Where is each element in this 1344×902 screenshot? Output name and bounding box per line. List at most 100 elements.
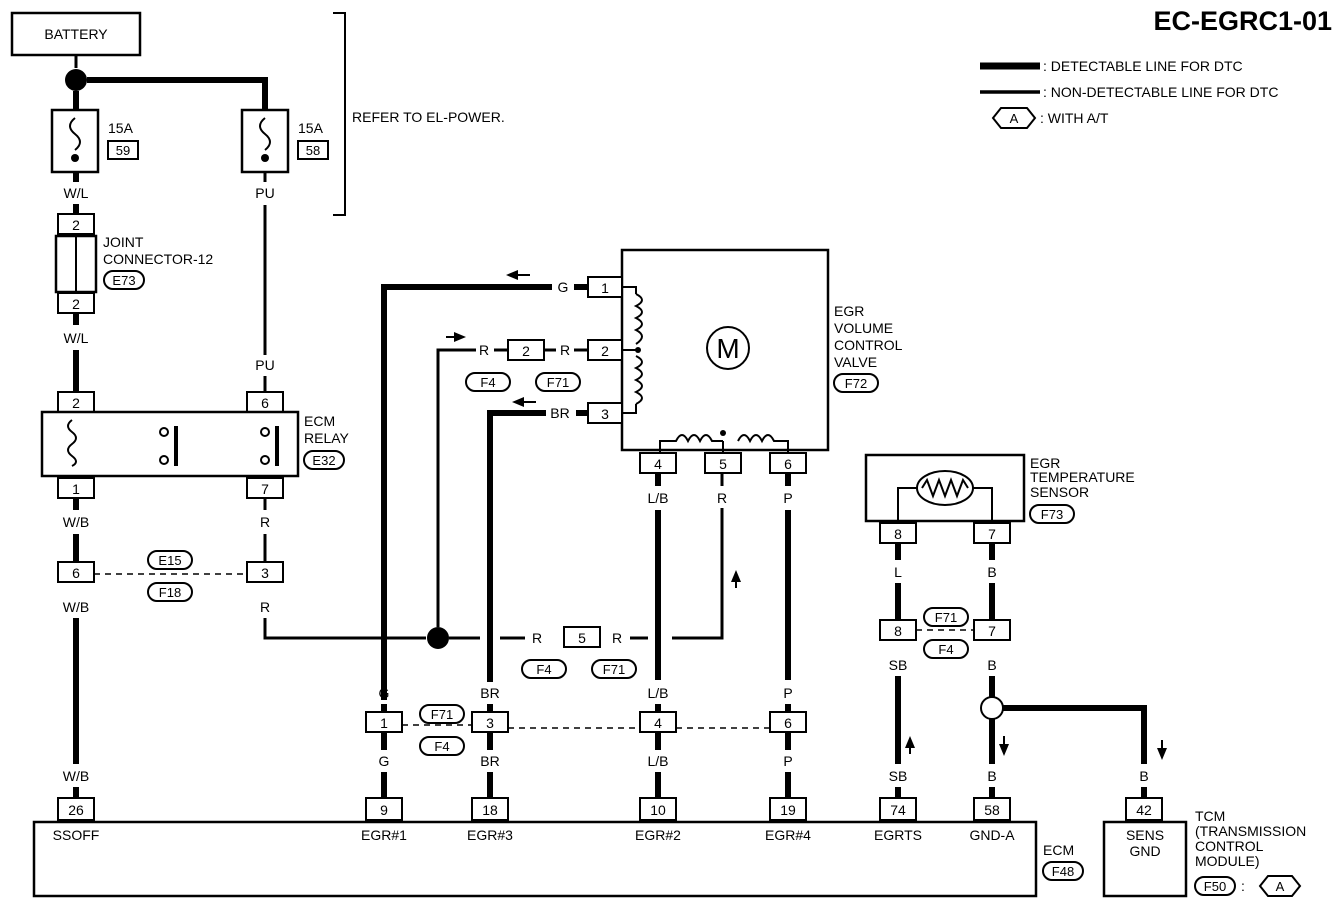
wire-label-wb-1: W/B <box>63 514 89 530</box>
wire-label-b-1: B <box>987 564 996 580</box>
wire-label-wb-3: W/B <box>63 768 89 784</box>
f4-oval-mid <box>521 659 567 679</box>
wire-label-p-2: P <box>783 685 792 701</box>
sensor-line1: EGR <box>1030 455 1060 471</box>
fuse-59-num-box <box>107 140 139 160</box>
joint-code-oval <box>103 270 145 290</box>
ecm-term-egr2: EGR#2 <box>635 827 681 843</box>
thermistor-zigzag <box>921 477 969 499</box>
coil-lead-1 <box>622 286 637 294</box>
valve-line2: VOLUME <box>834 320 893 336</box>
arrow-up-r <box>731 570 741 582</box>
relay-line2: RELAY <box>304 430 350 446</box>
f71-label-top: F71 <box>547 375 569 390</box>
wire-label-r-7: R <box>717 490 727 506</box>
conn-3b-label: 3 <box>486 715 494 731</box>
g-wire <box>381 284 552 700</box>
f4-oval-low <box>419 736 465 756</box>
relay-contact-2 <box>159 455 169 465</box>
ecm-pin-58-label: 58 <box>984 802 1000 818</box>
fuse-58-box <box>240 108 290 174</box>
tcm-pin-42 <box>1125 797 1163 821</box>
tcm-at-symbol: A <box>1276 879 1285 894</box>
arrow-right-r <box>454 332 466 342</box>
relay-coil <box>67 419 77 467</box>
fuse-59: 15A 59 <box>50 108 139 174</box>
valve-code: F72 <box>845 376 867 391</box>
wire-label-pu-1: PU <box>255 185 274 201</box>
tcm-line4: MODULE) <box>1195 853 1260 869</box>
fuse-59-box <box>50 108 100 174</box>
relay-contact-3 <box>260 427 270 437</box>
ecm-term-egr1: EGR#1 <box>361 827 407 843</box>
valve-pin-5-label: 5 <box>719 456 727 472</box>
f71-oval-right <box>923 607 969 627</box>
f4-oval-top <box>465 372 511 392</box>
wire-label-br-2: BR <box>480 685 499 701</box>
refer-bracket <box>333 12 346 216</box>
fuse-58: 15A 58 <box>240 108 329 174</box>
relay-code: E32 <box>312 453 335 468</box>
relay-pin-1-label: 1 <box>72 481 80 497</box>
ecm-pin-26 <box>57 797 95 821</box>
wire-label-b-3: B <box>987 768 996 784</box>
fuse-58-num: 58 <box>306 143 320 158</box>
wire-label-r-5: R <box>479 342 489 358</box>
f18-label: F18 <box>159 585 181 600</box>
sensor-line2: TEMPERATURE <box>1030 469 1135 485</box>
tcm-line3: CONTROL <box>1195 838 1264 854</box>
wire-label-lb-1: L/B <box>647 490 668 506</box>
joint-line1: JOINT <box>103 234 144 250</box>
valve-line3: CONTROL <box>834 337 903 353</box>
ecm-pin-19 <box>769 797 807 821</box>
ecm-label: ECM <box>1043 842 1074 858</box>
ecm-body <box>32 820 1038 898</box>
ecm-term-egr4: EGR#4 <box>765 827 811 843</box>
ecm-pin-10-label: 10 <box>650 802 666 818</box>
conn-6-label: 6 <box>72 565 80 581</box>
r-splice <box>427 627 449 649</box>
wire-label-r-2: R <box>260 599 270 615</box>
tcm-line1: TCM <box>1195 808 1225 824</box>
conn-8-label: 8 <box>894 623 902 639</box>
joint-code: E73 <box>112 273 135 288</box>
battery-box <box>10 11 142 57</box>
ecm-term-egr3: EGR#3 <box>467 827 513 843</box>
sensor-pin-8-label: 8 <box>894 526 902 542</box>
wire-label-g-1: G <box>558 279 569 295</box>
fuse-58-terminal <box>261 154 269 162</box>
f71-oval-top <box>535 372 581 392</box>
conn-5-label: 5 <box>578 630 586 646</box>
ecm-term-gnd-a: GND-A <box>969 827 1015 843</box>
relay-contact-1 <box>159 427 169 437</box>
fuse-59-num: 59 <box>116 143 130 158</box>
valve-line1: EGR <box>834 303 864 319</box>
wire-label-p-1: P <box>783 490 792 506</box>
coil-center-junction <box>720 430 726 436</box>
conn-5-f4 <box>563 626 601 648</box>
wire-label-r-1: R <box>260 514 270 530</box>
wire-label-b-4: B <box>1139 768 1148 784</box>
relay-body <box>40 410 300 478</box>
relay-pin-6-label: 6 <box>261 395 269 411</box>
egr-temperature-sensor: 8 7 EGR TEMPERATURE SENSOR F73 <box>864 453 1135 544</box>
wire-label-wb-2: W/B <box>63 599 89 615</box>
ecm-pin-58 <box>973 797 1011 821</box>
br-wire <box>487 410 546 682</box>
tcm-body <box>1102 820 1188 898</box>
e15-oval <box>147 550 193 570</box>
tcm-line2: (TRANSMISSION <box>1195 823 1306 839</box>
wire-label-p-3: P <box>783 753 792 769</box>
ecm-term-egrts: EGRTS <box>874 827 922 843</box>
joint-pin-top <box>57 213 95 235</box>
relay-code-oval <box>303 450 345 470</box>
valve-code-oval <box>833 373 879 393</box>
ecm-pin-74 <box>879 797 917 821</box>
f71-label-low: F71 <box>431 707 453 722</box>
b-wire-tcm <box>1003 705 1147 764</box>
conn-2-label: 2 <box>522 343 530 359</box>
relay-pin-2-label: 2 <box>72 395 80 411</box>
legend-non-detectable: : NON-DETECTABLE LINE FOR DTC <box>1043 84 1278 100</box>
battery-label: BATTERY <box>44 26 108 42</box>
wire-label-l: L <box>894 564 902 580</box>
